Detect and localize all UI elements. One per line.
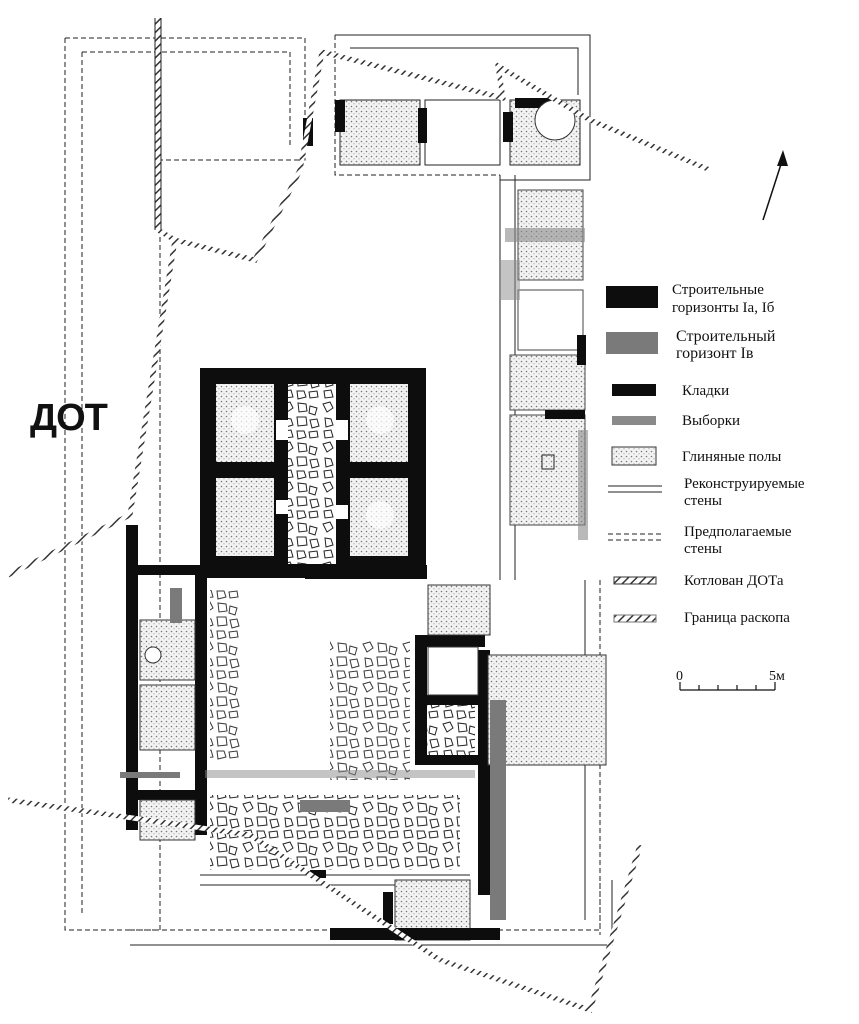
- scale-end-label: 5м: [769, 669, 785, 684]
- legend-swatch-horizons-Ia-Ib: [606, 286, 658, 308]
- dot-label: ДОТ: [30, 397, 108, 439]
- legend-label-horizons-Ia-Ib-1: Строительные: [672, 282, 764, 298]
- legend: Строительные горизонты Ia, Iб Строительн…: [606, 282, 805, 626]
- legend-swatch-pits: [612, 416, 656, 425]
- legend-swatch-dot-pit: [613, 576, 657, 585]
- legend-label-horizon-Iv-2: горизонт Iв: [676, 345, 754, 362]
- scale-start-label: 0: [676, 669, 683, 684]
- legend-swatch-excavation-border: [613, 614, 657, 623]
- legend-swatch-clay-floors: [611, 446, 657, 466]
- legend-label-clay-floors: Глиняные полы: [682, 449, 781, 465]
- legend-swatch-horizon-Iv: [606, 332, 658, 354]
- legend-label-reconstructed-walls-2: стены: [684, 493, 722, 509]
- legend-label-horizon-Iv-1: Строительный: [676, 328, 776, 345]
- legend-label-horizons-Ia-Ib-2: горизонты Ia, Iб: [672, 300, 775, 316]
- central-building: [200, 368, 426, 578]
- legend-label-excavation-border: Граница раскопа: [684, 610, 790, 626]
- excavation-border: [6, 18, 711, 1014]
- legend-swatch-masonry: [612, 384, 656, 396]
- lower-complex: [120, 525, 607, 941]
- legend-label-assumed-walls-1: Предполагаемые: [684, 524, 792, 540]
- scale-bar: [679, 682, 776, 691]
- corridor-rooms: [500, 189, 588, 540]
- legend-label-masonry: Кладки: [682, 383, 729, 399]
- excavation-border-black: [154, 18, 162, 230]
- north-arrow-icon: [762, 150, 788, 221]
- legend-label-dot-pit: Котлован ДОТа: [684, 573, 784, 589]
- legend-label-reconstructed-walls-1: Реконструируемые: [684, 476, 805, 492]
- legend-label-assumed-walls-2: стены: [684, 541, 722, 557]
- upper-rooms: [303, 98, 581, 166]
- legend-swatch-assumed-walls: [608, 533, 662, 541]
- legend-label-pits: Выборки: [682, 413, 740, 429]
- legend-swatch-reconstructed-walls: [608, 485, 662, 493]
